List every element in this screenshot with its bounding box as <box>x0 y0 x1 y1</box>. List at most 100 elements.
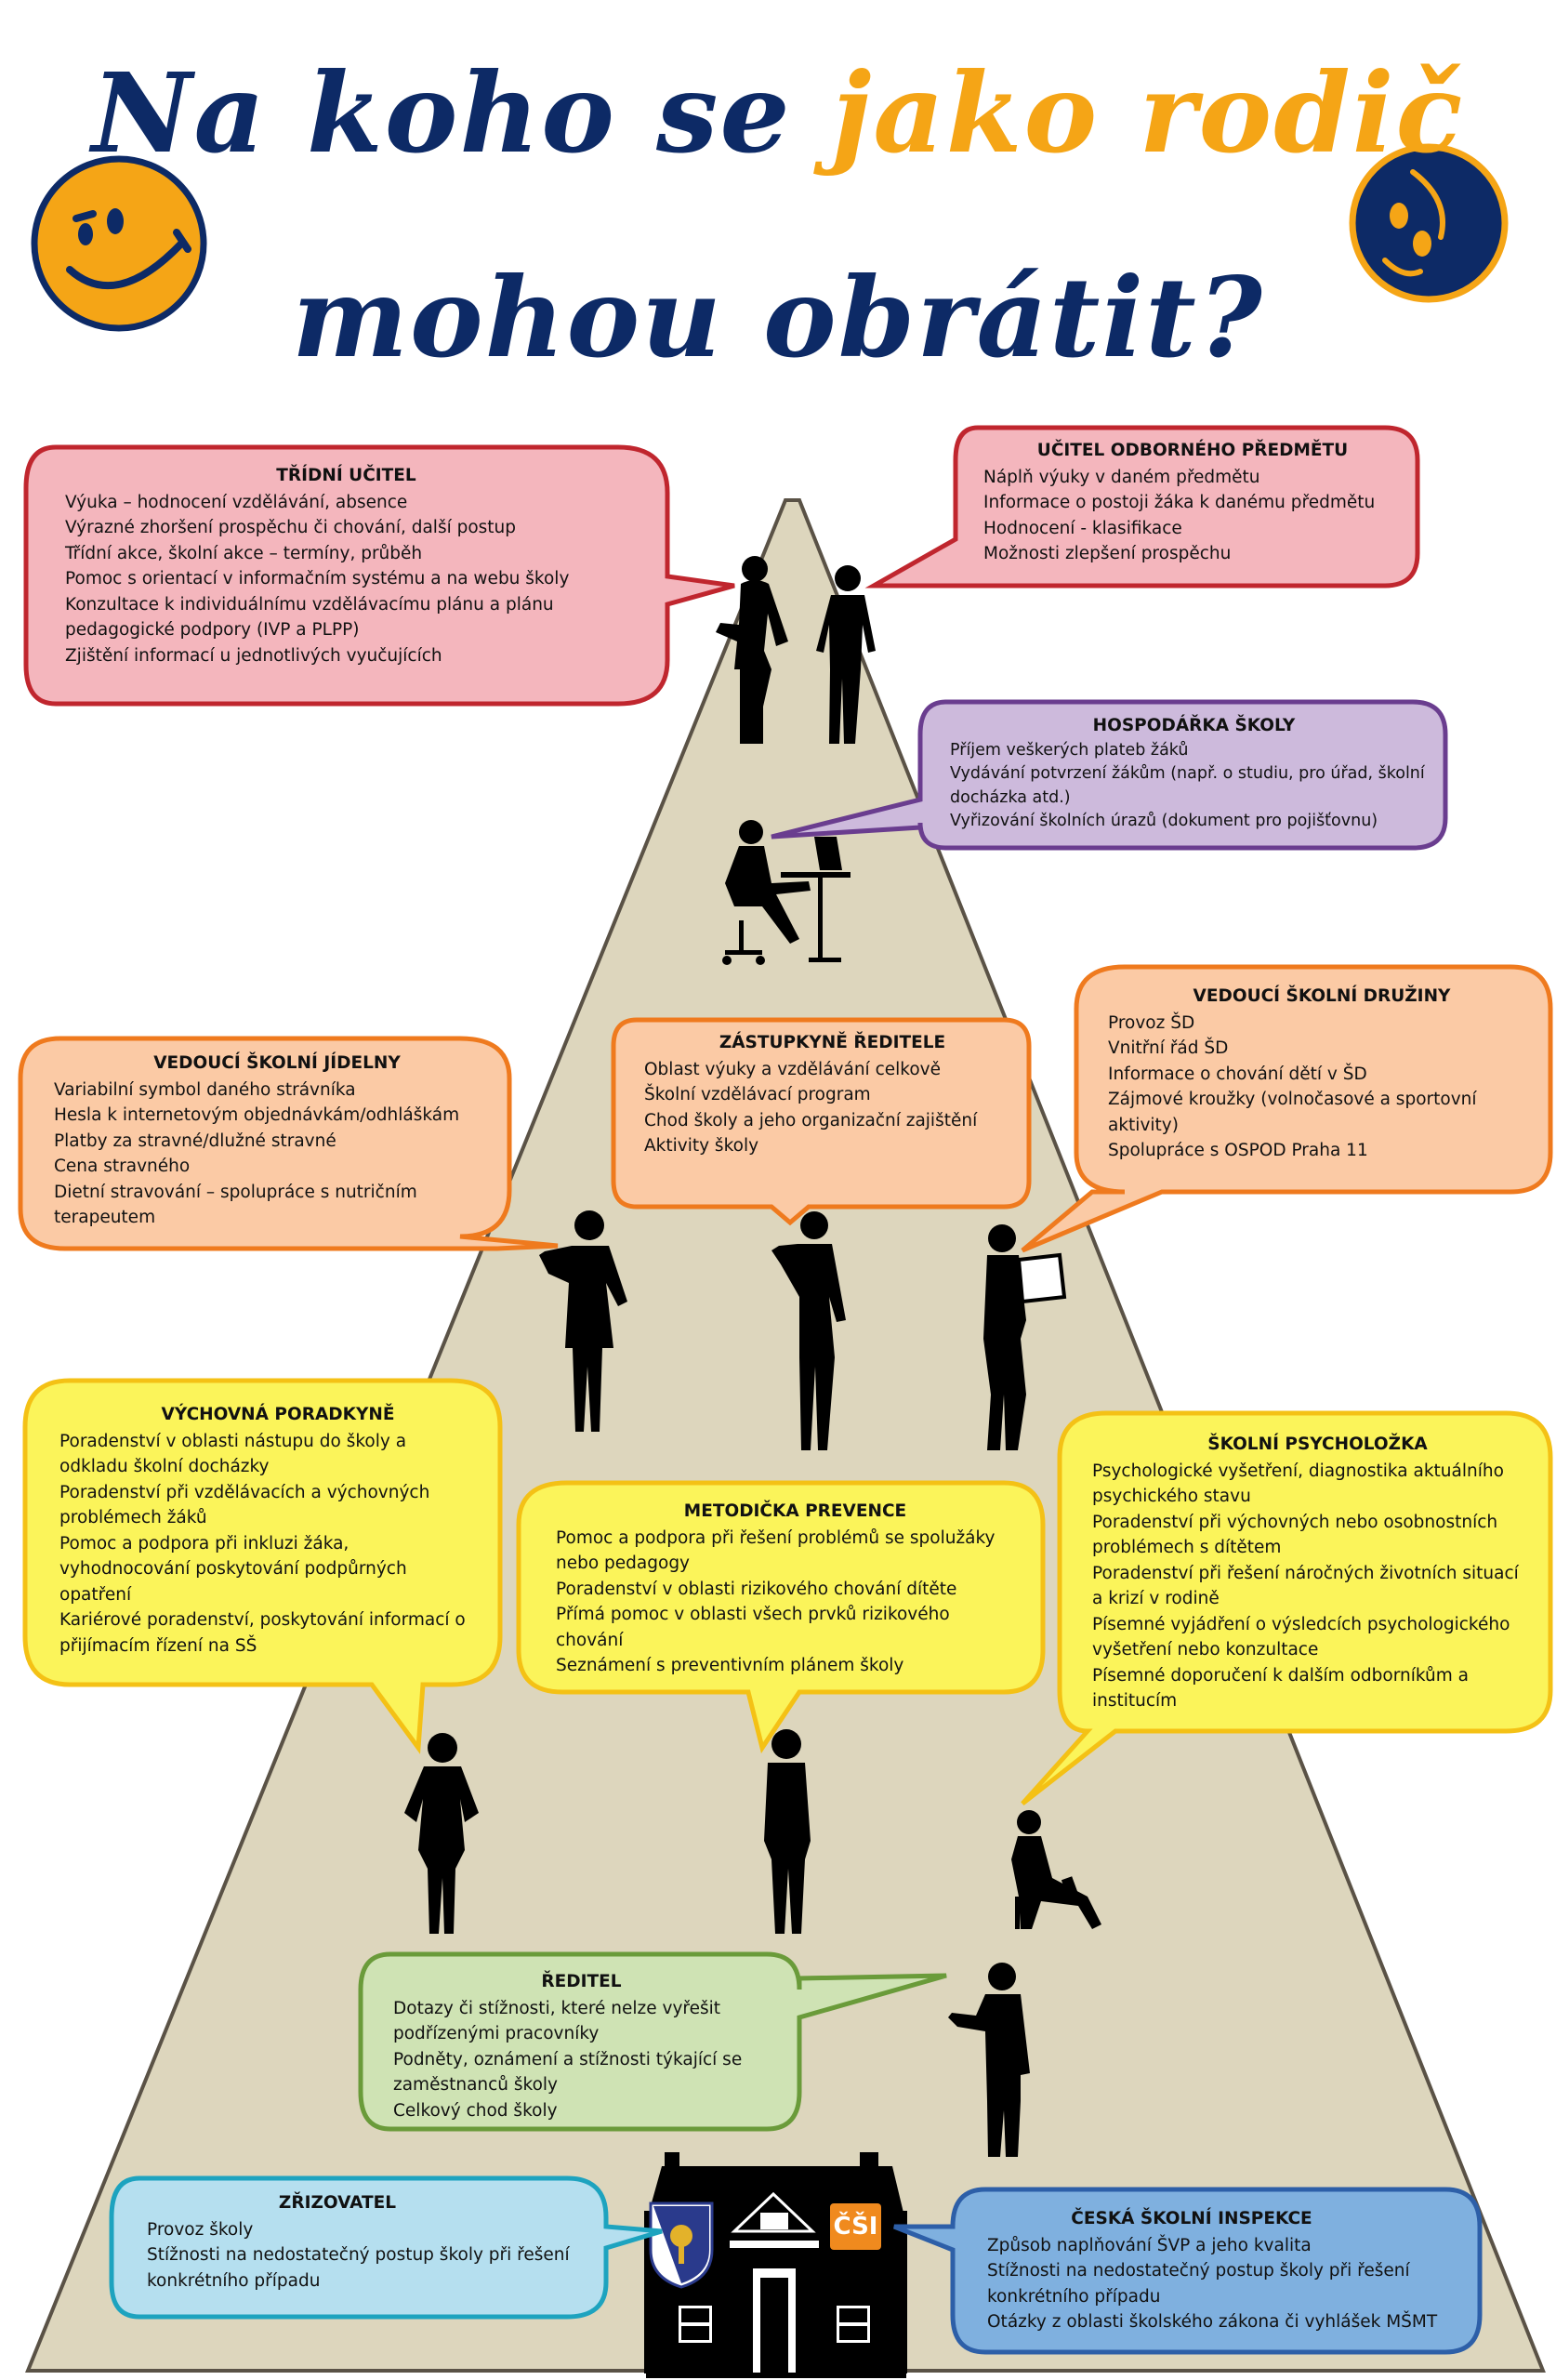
bubble-item: Poradenství při výchovných nebo osobnost… <box>1092 1512 1498 1532</box>
title-line-2: mohou obrátit? <box>292 253 1264 382</box>
bubble-tridni-ucitel: TŘÍDNÍ UČITEL Výuka – hodnocení vzdělává… <box>65 463 651 668</box>
person-after-school-club-manager <box>983 1224 1067 1450</box>
bubble-vedouci-skolni-jidelny: VEDOUCÍ ŠKOLNÍ JÍDELNY Variabilní symbol… <box>54 1051 500 1231</box>
bubble-item: chování <box>556 1630 624 1650</box>
bubble-item: Poradenství v oblasti nástupu do školy a <box>59 1431 407 1451</box>
bubble-item: Psychologické vyšetření, diagnostika akt… <box>1092 1461 1504 1481</box>
bubble-heading: ZÁSTUPKYNĚ ŘEDITELE <box>719 1033 946 1052</box>
bubble-item: Přímá pomoc v oblasti všech prvků riziko… <box>556 1605 950 1624</box>
bubble-item: problémech s dítětem <box>1092 1538 1282 1557</box>
bubble-heading: ŘEDITEL <box>541 1972 622 1991</box>
bubble-item: opatření <box>59 1584 132 1605</box>
happy-smiley-icon <box>31 155 207 332</box>
bubble-item: Příjem veškerých plateb žáků <box>950 740 1189 760</box>
bubble-item: Způsob naplňování ŠVP a jeho kvalita <box>987 2235 1312 2255</box>
bubble-item: docházka atd.) <box>950 787 1071 807</box>
bubble-item: Písemné vyjádření o výsledcích psycholog… <box>1092 1614 1510 1634</box>
bubble-heading: METODIČKA PREVENCE <box>683 1501 907 1521</box>
bubble-vedouci-skolni-druziny: VEDOUCÍ ŠKOLNÍ DRUŽINY Provoz ŠD Vnitřní… <box>1108 984 1536 1164</box>
bubble-zrizovatel: ZŘIZOVATEL Provoz školy Stížnosti na ned… <box>147 2190 598 2294</box>
bubble-item: Pomoc a podpora při řešení problémů se s… <box>556 1527 996 1548</box>
bubble-item: Spolupráce s OSPOD Praha 11 <box>1108 1141 1368 1160</box>
bubble-item: Vyřizování školních úrazů (dokument pro … <box>950 812 1378 830</box>
bubble-item: Cena stravného <box>54 1157 191 1176</box>
bubble-item: zaměstnanců školy <box>393 2075 559 2095</box>
csi-logo-text: ČŠI <box>833 2213 878 2241</box>
bubble-ceska-skolni-inspekce: ČESKÁ ŠKOLNÍ INSPEKCE Způsob naplňování … <box>987 2206 1470 2335</box>
bubble-item: vyhodnocování poskytování podpůrných <box>59 1559 407 1579</box>
bubble-heading: HOSPODÁŘKA ŠKOLY <box>1092 716 1296 735</box>
bubble-zastupkyne-reditele: ZÁSTUPKYNĚ ŘEDITELE Oblast výuky a vzděl… <box>644 1030 1021 1159</box>
person-teacher-woman <box>716 556 788 744</box>
bubble-heading: ČESKÁ ŠKOLNÍ INSPEKCE <box>1071 2209 1312 2228</box>
bubble-item: Provoz školy <box>147 2219 254 2240</box>
person-school-psychologist <box>1011 1810 1101 1929</box>
bubble-heading: TŘÍDNÍ UČITEL <box>276 466 416 485</box>
bubble-item: Poradenství v oblasti rizikového chování… <box>556 1579 957 1599</box>
csi-logo <box>830 2203 881 2250</box>
bubble-item: odkladu školní docházky <box>59 1457 270 1476</box>
bubble-items: Oblast výuky a vzdělávání celkově Školní… <box>644 1057 1021 1159</box>
bubble-item: vyšetření nebo konzultace <box>1092 1640 1319 1659</box>
bubble-item: Pomoc a podpora při inkluzi žáka, <box>59 1533 349 1554</box>
title-part-1: Na koho se <box>91 48 832 178</box>
bubble-shape-metodicka <box>516 1480 1046 1754</box>
bubble-shape-zrizovatel <box>109 2175 663 2320</box>
bubble-reditel: ŘEDITEL Dotazy či stížnosti, které nelze… <box>393 1969 793 2123</box>
bubble-items: Dotazy či stížnosti, které nelze vyřešit… <box>393 1996 793 2124</box>
bubble-item: Zájmové kroužky (volnočasové a sportovní <box>1108 1090 1477 1109</box>
bubble-item: Konzultace k individuálnímu vzdělávacímu… <box>65 594 554 615</box>
person-canteen-manager <box>539 1210 627 1432</box>
bubble-item: Pomoc s orientací v informačním systému … <box>65 569 570 588</box>
bubble-item: konkrétního případu <box>987 2286 1161 2307</box>
bubble-item: Stížnosti na nedostatečný postup školy p… <box>987 2261 1410 2281</box>
bubble-shape-jidelna <box>18 1036 559 1251</box>
bubble-item: Stížnosti na nedostatečný postup školy p… <box>147 2245 570 2265</box>
bubble-vychovna-poradkyne: VÝCHOVNÁ PORADKYNĚ Poradenství v oblasti… <box>59 1402 496 1659</box>
bubble-item: a krizí v rodině <box>1092 1589 1220 1608</box>
bubble-item: Aktivity školy <box>644 1136 759 1156</box>
bubble-ucitel-odborneho-predmetu: UČITEL ODBORNÉHO PŘEDMĚTU Náplň výuky v … <box>983 438 1402 567</box>
bubble-items: Náplň výuky v daném předmětu Informace o… <box>983 465 1402 567</box>
bubble-shape-vychovna <box>22 1378 503 1754</box>
bubble-item: Otázky z oblasti školského zákona či vyh… <box>987 2312 1438 2332</box>
bubble-items: Variabilní symbol daného strávníka Hesla… <box>54 1078 500 1231</box>
bubble-item: Provoz ŠD <box>1108 1012 1195 1033</box>
bubble-item: Školní vzdělávací program <box>644 1085 871 1104</box>
coat-of-arms-logo <box>649 2202 714 2289</box>
person-deputy-director <box>771 1211 846 1450</box>
bubble-item: Náplň výuky v daném předmětu <box>983 467 1260 487</box>
bubble-item: problémech žáků <box>59 1508 207 1527</box>
bubble-item: Poradenství při řešení náročných životní… <box>1092 1563 1519 1583</box>
bubble-shape-zastupkyne <box>611 1017 1032 1226</box>
bubble-hospodarka-skoly: HOSPODÁŘKA ŠKOLY Příjem veškerých plateb… <box>950 714 1438 834</box>
bubble-skolni-psycholozka: ŠKOLNÍ PSYCHOLOŽKA Psychologické vyšetře… <box>1092 1432 1543 1714</box>
road <box>25 498 1546 2373</box>
bubble-item: konkrétního případu <box>147 2270 321 2291</box>
bubble-item: Třídní akce, školní akce – termíny, průb… <box>65 543 423 563</box>
bubble-item: Výrazné zhoršení prospěchu či chování, d… <box>65 518 517 537</box>
bubble-heading: VEDOUCÍ ŠKOLNÍ JÍDELNY <box>153 1053 401 1073</box>
bubble-shape-tridni <box>23 444 735 707</box>
bubble-item: Hesla k internetovým objednávkám/odhlášk… <box>54 1105 460 1125</box>
bubble-items: Pomoc a podpora při řešení problémů se s… <box>556 1526 1035 1679</box>
bubble-item: Výuka – hodnocení vzdělávání, absence <box>65 492 408 512</box>
title-accent: jako rodič <box>831 48 1465 178</box>
bubble-item: Možnosti zlepšení prospěchu <box>983 544 1232 563</box>
bubble-item: podřízenými pracovníky <box>393 2024 600 2043</box>
bubble-item: Podněty, oznámení a stížnosti týkající s… <box>393 2049 743 2069</box>
bubble-items: Příjem veškerých plateb žáků Vydávání po… <box>950 739 1438 834</box>
person-teacher-man <box>816 565 876 744</box>
bubble-item: Zjištění informací u jednotlivých vyučuj… <box>65 645 442 666</box>
bubble-item: psychického stavu <box>1092 1487 1251 1506</box>
bubble-item: Kariérové poradenství, poskytování infor… <box>59 1610 466 1630</box>
bubble-shape-hospodarka <box>771 699 1448 851</box>
person-accountant <box>722 820 851 965</box>
bubble-items: Poradenství v oblasti nástupu do školy a… <box>59 1429 496 1659</box>
bubble-shape-druzina <box>1021 964 1553 1253</box>
bubble-item: terapeutem <box>54 1208 156 1227</box>
bubble-item: Chod školy a jeho organizační zajištění <box>644 1110 978 1130</box>
bubble-items: Provoz školy Stížnosti na nedostatečný p… <box>147 2217 598 2294</box>
person-director <box>948 1963 1030 2157</box>
